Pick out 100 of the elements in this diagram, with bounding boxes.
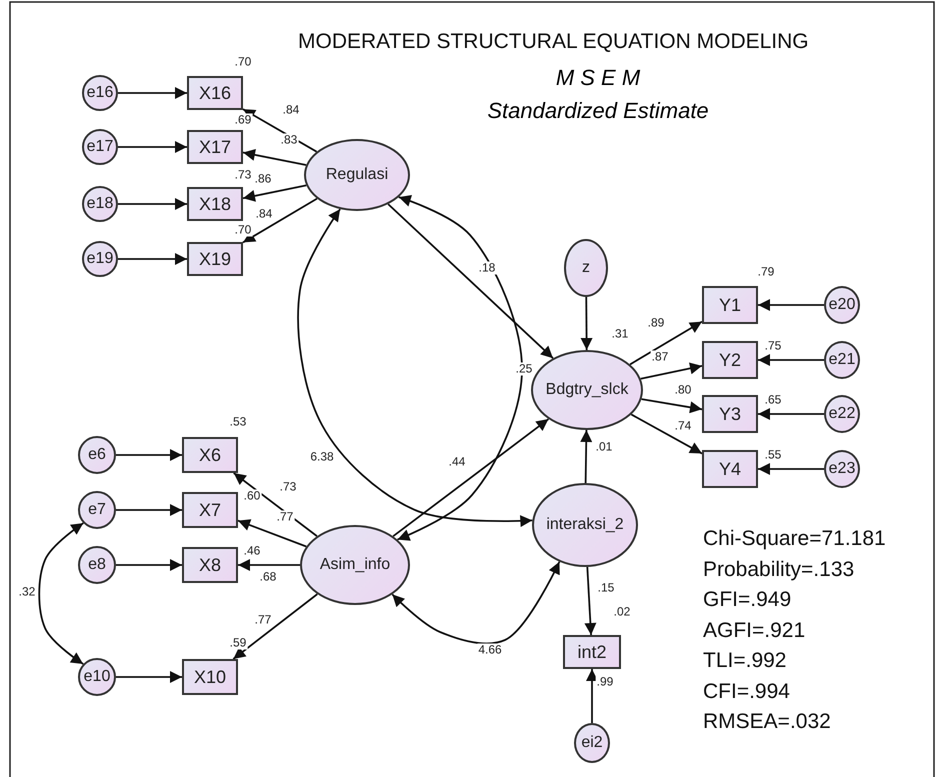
node-label: X8 bbox=[198, 554, 222, 576]
edge-label: .74 bbox=[674, 420, 692, 432]
arrow bbox=[116, 559, 182, 571]
subtitle: M S E M bbox=[556, 65, 640, 91]
edge-label: .68 bbox=[258, 570, 278, 584]
edge-label: 4.66 bbox=[477, 644, 503, 656]
indicator-box bbox=[702, 286, 758, 324]
error-circle bbox=[824, 450, 860, 488]
edge-label: .84 bbox=[254, 208, 274, 220]
latent-ellipse bbox=[300, 525, 410, 605]
r-squared-value: .73 bbox=[234, 168, 252, 182]
edge-label: .84 bbox=[282, 104, 300, 116]
arrow bbox=[758, 354, 824, 366]
node-label: e23 bbox=[828, 460, 856, 478]
arrow bbox=[640, 362, 702, 380]
arrow bbox=[580, 297, 593, 350]
node-label: Y3 bbox=[718, 404, 742, 424]
latent-ellipse bbox=[531, 350, 643, 430]
node-label: X6 bbox=[198, 444, 222, 466]
indicator-box bbox=[187, 242, 243, 276]
indicator-box bbox=[563, 635, 621, 669]
error-circle bbox=[78, 658, 116, 696]
node-label: X19 bbox=[198, 248, 232, 270]
edge-label: .89 bbox=[646, 316, 666, 330]
arrow bbox=[118, 141, 187, 153]
arrow bbox=[232, 593, 318, 660]
error-circle bbox=[78, 436, 116, 474]
node-label: interaksi_2 bbox=[546, 516, 624, 534]
node-label: e7 bbox=[88, 501, 106, 519]
r-squared-value: .46 bbox=[242, 544, 262, 558]
indicator-box bbox=[702, 341, 758, 379]
edge-label: .32 bbox=[18, 586, 36, 598]
node-label: e17 bbox=[86, 138, 114, 156]
arrow bbox=[116, 504, 182, 516]
r-squared-value: .31 bbox=[610, 328, 630, 340]
node-label: e16 bbox=[86, 84, 114, 102]
node-label: Y2 bbox=[718, 350, 742, 370]
arrow bbox=[586, 669, 598, 723]
node-label: Y1 bbox=[718, 294, 742, 316]
fit-statistic: TLI=.992 bbox=[703, 649, 786, 673]
r-squared-value: .65 bbox=[764, 394, 782, 406]
arrow bbox=[242, 198, 318, 244]
indicator-box bbox=[187, 187, 243, 221]
error-circle bbox=[78, 546, 116, 584]
edge-label: .44 bbox=[448, 456, 466, 468]
edge-label: .86 bbox=[254, 172, 272, 186]
edge-label: .15 bbox=[596, 582, 616, 594]
arrow bbox=[630, 320, 702, 366]
edge-label: .77 bbox=[276, 510, 294, 524]
error-circle bbox=[824, 341, 860, 379]
fit-statistic: GFI=.949 bbox=[703, 588, 792, 612]
node-label: e18 bbox=[86, 195, 114, 213]
node-label: Asim_info bbox=[320, 556, 390, 574]
arrow bbox=[242, 148, 306, 166]
arrow bbox=[118, 253, 187, 265]
error-circle bbox=[78, 491, 116, 529]
curved-arrow bbox=[397, 195, 523, 541]
indicator-box bbox=[702, 395, 758, 433]
node-label: X10 bbox=[194, 666, 226, 688]
node-label: e20 bbox=[828, 296, 856, 314]
arrow bbox=[580, 430, 592, 484]
node-label: X7 bbox=[198, 500, 222, 520]
edge-label: .83 bbox=[280, 134, 298, 146]
arrow bbox=[758, 299, 824, 311]
indicator-box bbox=[182, 547, 238, 583]
error-circle bbox=[82, 129, 118, 165]
curved-arrow bbox=[38, 522, 84, 665]
node-label: e10 bbox=[84, 668, 110, 686]
edge-label: .87 bbox=[650, 350, 670, 364]
edge-label: .99 bbox=[596, 676, 614, 688]
edge-label: .25 bbox=[514, 362, 534, 376]
arrow bbox=[584, 566, 596, 636]
edge-label: .18 bbox=[478, 262, 496, 274]
diagram-title: MODERATED STRUCTURAL EQUATION MODELING bbox=[298, 30, 809, 54]
arrow bbox=[641, 398, 702, 414]
arrow bbox=[238, 559, 300, 571]
node-label: e19 bbox=[86, 250, 114, 268]
node-label: z bbox=[582, 259, 590, 277]
error-circle bbox=[824, 286, 860, 324]
edge-label: .01 bbox=[594, 440, 614, 454]
fit-statistic: AGFI=.921 bbox=[703, 618, 806, 642]
node-label: Y4 bbox=[718, 458, 742, 480]
arrow bbox=[758, 408, 824, 420]
arrow bbox=[388, 203, 554, 359]
node-label: X16 bbox=[198, 82, 232, 104]
error-circle bbox=[82, 241, 118, 277]
r-squared-value: .70 bbox=[234, 224, 252, 236]
node-label: e6 bbox=[88, 446, 106, 464]
node-label: X17 bbox=[198, 136, 232, 158]
r-squared-value: .02 bbox=[612, 606, 632, 618]
indicator-box bbox=[182, 492, 238, 528]
curved-arrow bbox=[392, 561, 560, 644]
indicator-box bbox=[702, 450, 758, 488]
node-label: e8 bbox=[88, 556, 106, 574]
edge-label: 6.38 bbox=[309, 450, 335, 464]
latent-ellipse bbox=[304, 139, 410, 211]
node-label: e21 bbox=[828, 351, 856, 369]
fit-statistic: Probability=.133 bbox=[703, 558, 854, 582]
fit-statistic: RMSEA=.032 bbox=[703, 710, 831, 734]
arrow bbox=[758, 463, 824, 475]
